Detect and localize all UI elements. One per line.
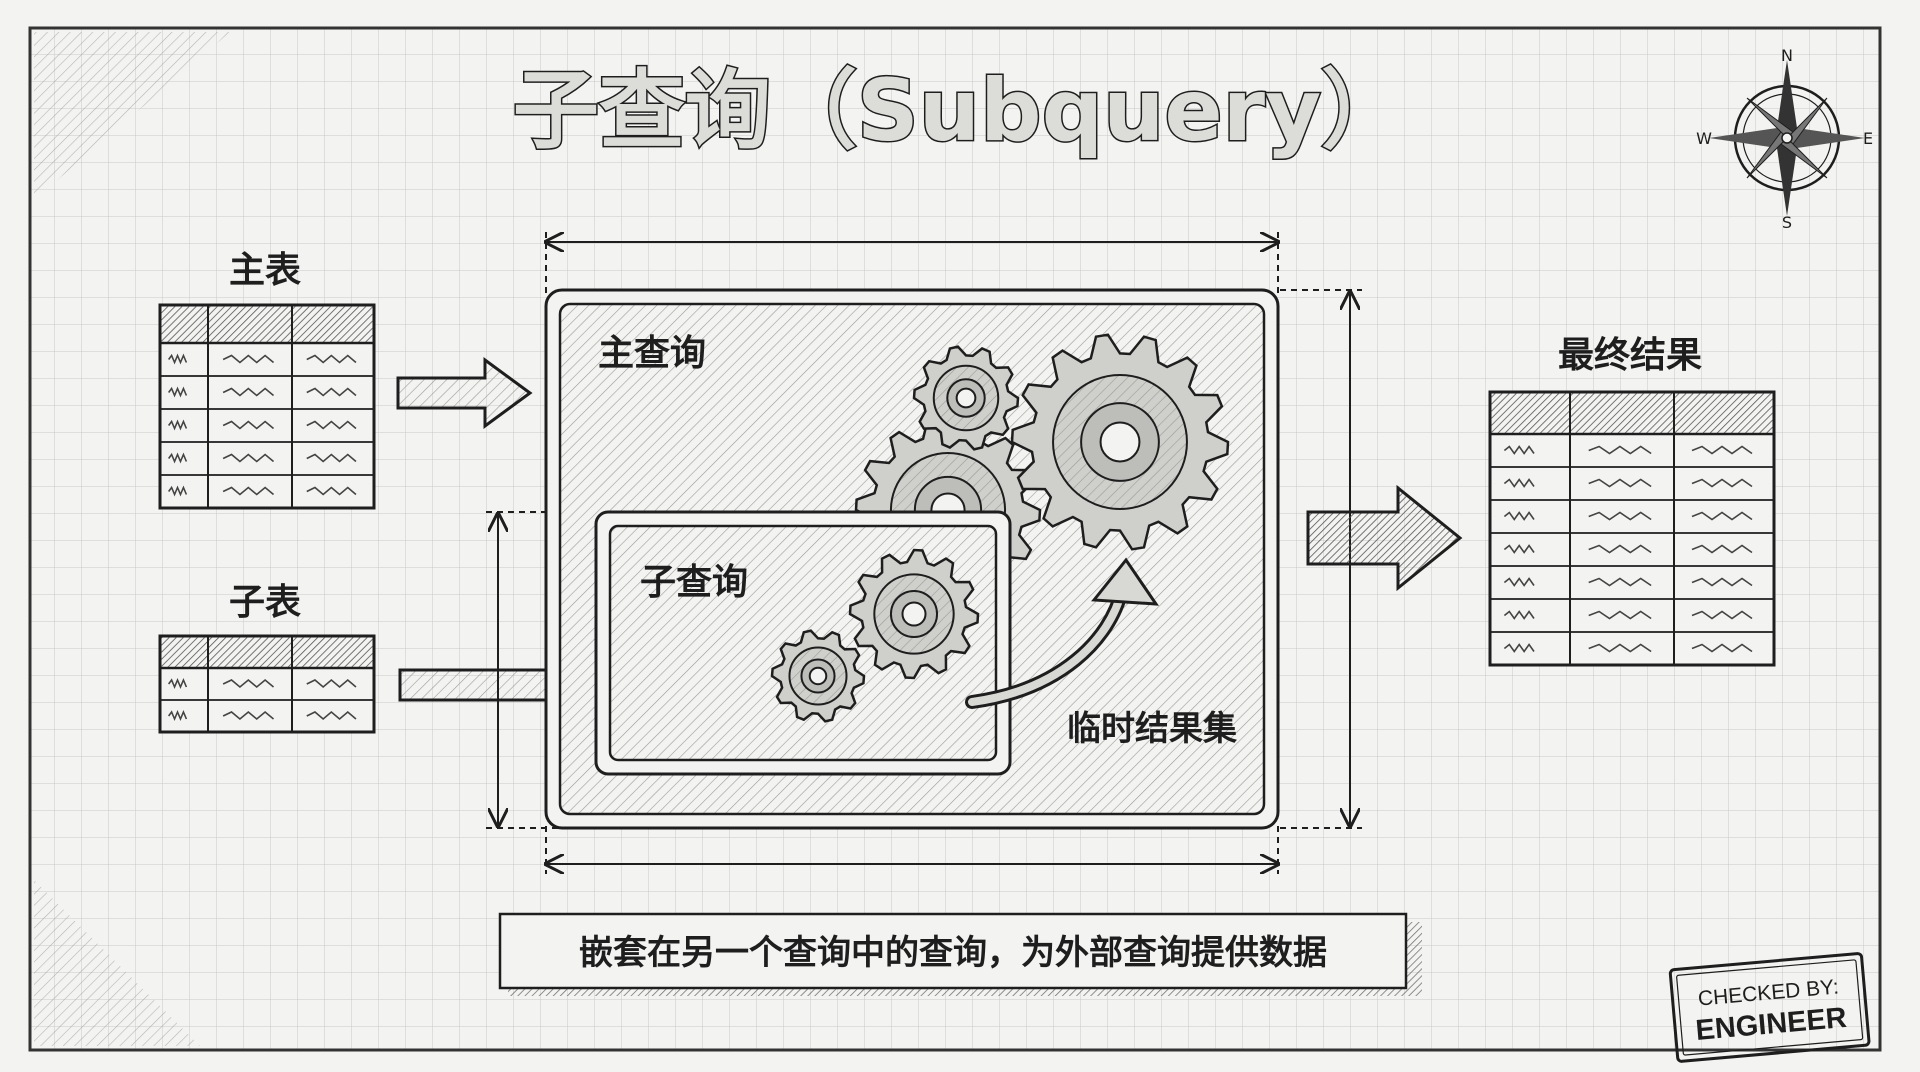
- cell-scribble: [1588, 610, 1652, 620]
- cell-scribble: [222, 354, 275, 364]
- cell-scribble: [1503, 643, 1535, 653]
- cell-scribble: [1588, 511, 1652, 521]
- cell-scribble: [1503, 577, 1535, 587]
- cell-scribble: [222, 453, 275, 463]
- main-table-arrow: [396, 357, 533, 429]
- gear-icon: [1010, 333, 1230, 551]
- cell-scribble: [1691, 511, 1753, 521]
- cell-scribble: [1691, 610, 1753, 620]
- cell-scribble: [306, 387, 357, 397]
- cell-scribble: [1503, 511, 1535, 521]
- gear-icon: [912, 345, 1020, 451]
- cell-scribble: [222, 486, 275, 496]
- compass-e-label: E: [1863, 129, 1873, 148]
- cell-scribble: [167, 386, 188, 398]
- sub-table: [158, 634, 376, 734]
- cell-scribble: [1691, 478, 1753, 488]
- caption-box: [498, 912, 1422, 996]
- cell-scribble: [1588, 544, 1652, 554]
- cell-scribble: [1588, 643, 1652, 653]
- cell-scribble: [1588, 577, 1652, 587]
- temp-result-label: 临时结果集: [1067, 709, 1237, 749]
- temp-result-arrow-shaft: [968, 586, 1126, 706]
- cell-scribble: [306, 678, 357, 689]
- sub-table-label: 子表: [229, 582, 301, 623]
- result-table-label: 最终结果: [1558, 335, 1702, 376]
- cell-scribble: [222, 710, 275, 721]
- cell-scribble: [1588, 445, 1652, 455]
- cell-scribble: [167, 452, 188, 464]
- cell-scribble: [1691, 445, 1753, 455]
- inner-query-label: 子查询: [640, 562, 748, 603]
- corner-hatching-bottom-left: [34, 880, 200, 1046]
- cell-scribble: [306, 420, 357, 430]
- compass-n-label: N: [1781, 46, 1793, 65]
- cell-scribble: [167, 677, 188, 690]
- result-arrow: [1306, 484, 1463, 592]
- inner-gears: [770, 548, 980, 723]
- table-header: [158, 303, 376, 345]
- table-header: [158, 634, 376, 670]
- cell-scribble: [306, 354, 357, 364]
- cell-scribble: [167, 419, 188, 431]
- cell-scribble: [1503, 445, 1535, 455]
- table-header: [1488, 390, 1776, 436]
- main-table: [158, 303, 376, 510]
- cell-scribble: [306, 710, 357, 721]
- table-frame: [1488, 390, 1776, 667]
- cell-scribble: [1691, 577, 1753, 587]
- caption-text: 嵌套在另一个查询中的查询，为外部查询提供数据: [579, 933, 1327, 973]
- corner-hatching-top-left: [34, 32, 230, 200]
- gear-icon: [770, 629, 866, 723]
- cell-scribble: [167, 353, 188, 365]
- cell-scribble: [222, 420, 275, 430]
- cell-scribble: [1588, 478, 1652, 488]
- page-frame: [28, 26, 1882, 1052]
- cell-scribble: [222, 387, 275, 397]
- cell-scribble: [167, 709, 188, 722]
- cell-scribble: [1503, 478, 1535, 488]
- cell-scribble: [1503, 610, 1535, 620]
- cell-scribble: [222, 678, 275, 689]
- compass-s-label: S: [1782, 213, 1792, 232]
- page-title: 子查询（Subquery）: [513, 61, 1407, 161]
- cell-scribble: [1691, 544, 1753, 554]
- temp-result-arrow-head: [1091, 557, 1159, 606]
- cell-scribble: [1691, 643, 1753, 653]
- cell-scribble: [306, 453, 357, 463]
- compass-w-label: W: [1696, 129, 1712, 148]
- gear-icon: [848, 548, 980, 680]
- cell-scribble: [167, 485, 188, 497]
- outer-query-label: 主查询: [598, 333, 706, 374]
- result-table: [1488, 390, 1776, 667]
- cell-scribble: [306, 486, 357, 496]
- compass-rose-icon: [1709, 60, 1865, 216]
- main-table-label: 主表: [229, 250, 301, 291]
- cell-scribble: [1503, 544, 1535, 554]
